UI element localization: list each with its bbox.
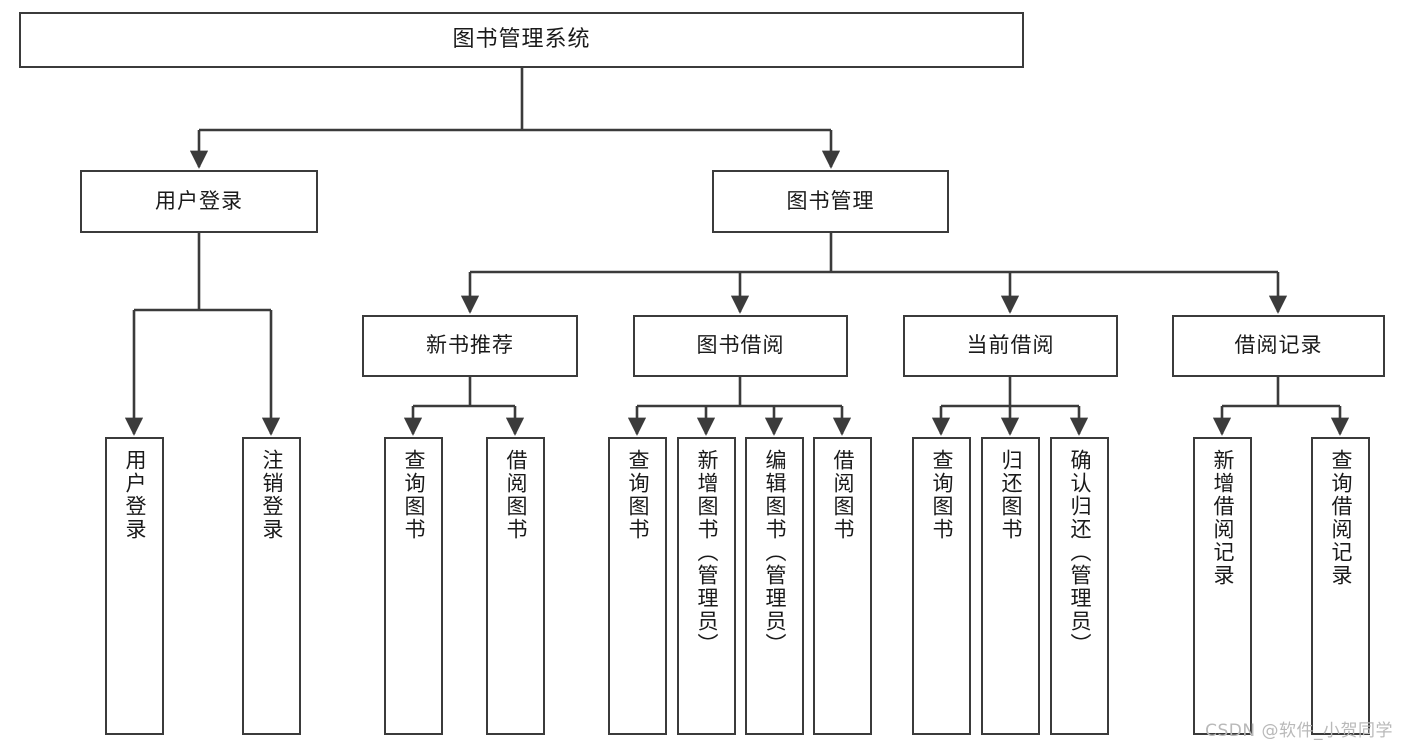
leaf-label: 借阅图书 <box>503 449 528 541</box>
leaf-label: 借阅图书 <box>830 449 855 541</box>
leaf-label: 编辑图书（管理员） <box>762 449 787 656</box>
leaf-label: 归还图书 <box>998 449 1023 541</box>
leaf-new-book-query-book[interactable]: 查询图书 <box>384 437 443 735</box>
leaf-label: 查询图书 <box>929 449 954 541</box>
leaf-book-borrow-borrow-book[interactable]: 借阅图书 <box>813 437 872 735</box>
leaf-user-login-login[interactable]: 用户登录 <box>105 437 164 735</box>
node-current-borrow[interactable]: 当前借阅 <box>903 315 1118 377</box>
leaf-book-borrow-edit-book[interactable]: 编辑图书（管理员） <box>745 437 804 735</box>
node-label: 图书管理系统 <box>452 26 591 52</box>
node-book-management-system[interactable]: 图书管理系统 <box>19 12 1024 68</box>
leaf-label: 新增图书（管理员） <box>694 449 719 656</box>
node-book-management[interactable]: 图书管理 <box>712 170 949 233</box>
leaf-borrow-record-query-record[interactable]: 查询借阅记录 <box>1311 437 1370 735</box>
node-label: 当前借阅 <box>966 333 1055 358</box>
leaf-label: 查询图书 <box>625 449 650 541</box>
node-label: 新书推荐 <box>426 333 514 358</box>
leaf-borrow-record-add-record[interactable]: 新增借阅记录 <box>1193 437 1252 735</box>
leaf-label: 用户登录 <box>122 449 147 541</box>
leaf-new-book-borrow-book[interactable]: 借阅图书 <box>486 437 545 735</box>
node-book-borrow[interactable]: 图书借阅 <box>633 315 848 377</box>
node-label: 用户登录 <box>155 188 243 213</box>
node-borrow-record[interactable]: 借阅记录 <box>1172 315 1385 377</box>
leaf-label: 注销登录 <box>259 449 284 541</box>
leaf-current-borrow-query-book[interactable]: 查询图书 <box>912 437 971 735</box>
node-label: 图书管理 <box>786 188 875 213</box>
leaf-book-borrow-add-book[interactable]: 新增图书（管理员） <box>677 437 736 735</box>
node-label: 借阅记录 <box>1234 333 1323 358</box>
node-new-book-recommend[interactable]: 新书推荐 <box>362 315 578 377</box>
leaf-book-borrow-query-book[interactable]: 查询图书 <box>608 437 667 735</box>
watermark-text: CSDN @软件_小贺同学 <box>1205 721 1393 741</box>
leaf-label: 查询借阅记录 <box>1328 449 1353 587</box>
node-user-login[interactable]: 用户登录 <box>80 170 318 233</box>
leaf-label: 确认归还（管理员） <box>1067 449 1092 656</box>
node-label: 图书借阅 <box>696 333 785 358</box>
leaf-label: 查询图书 <box>401 449 426 541</box>
leaf-current-borrow-return-book[interactable]: 归还图书 <box>981 437 1040 735</box>
leaf-current-borrow-confirm-return[interactable]: 确认归还（管理员） <box>1050 437 1109 735</box>
leaf-label: 新增借阅记录 <box>1210 449 1235 587</box>
leaf-user-login-logout[interactable]: 注销登录 <box>242 437 301 735</box>
